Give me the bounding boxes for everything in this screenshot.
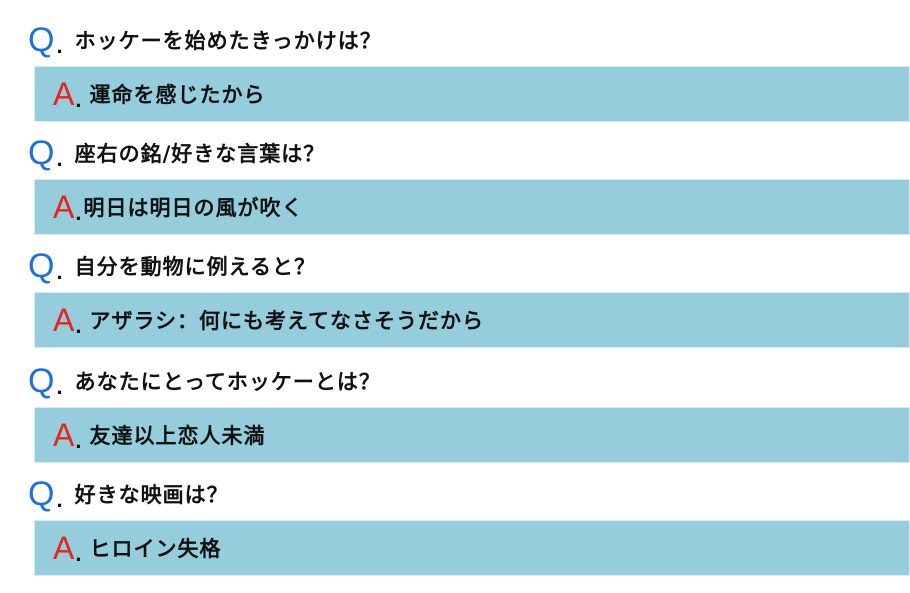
answer-text: 運命を感じたから (89, 83, 266, 107)
question-marker: Q (28, 362, 55, 400)
answer-marker: A (53, 189, 75, 225)
question-text: ホッケーを始めたきっかけは？ (74, 29, 382, 53)
answer-box: A . 友達以上恋人未満 (34, 407, 910, 463)
answer-text: 明日は明日の風が吹く (83, 196, 304, 220)
answer-marker: A (53, 76, 75, 112)
question-row: Q . ホッケーを始めたきっかけは？ (28, 20, 382, 60)
question-row: Q . 座右の銘/好きな言葉は？ (28, 133, 325, 173)
question-text: 自分を動物に例えると？ (74, 255, 316, 279)
answer-marker: A (53, 417, 75, 453)
question-separator: . (56, 146, 63, 171)
question-marker: Q (28, 134, 55, 172)
answer-text: 友達以上恋人未満 (89, 424, 266, 448)
question-separator: . (56, 374, 63, 399)
answer-separator: . (75, 541, 82, 566)
question-text: 好きな映画は？ (74, 483, 229, 507)
answer-box: A . アザラシ：何にも考えてなさそうだから (34, 292, 910, 348)
question-marker: Q (28, 247, 55, 285)
answer-separator: . (75, 428, 82, 453)
question-marker: Q (28, 475, 55, 513)
question-row: Q . あなたにとってホッケーとは？ (28, 361, 381, 401)
answer-box: A . 運命を感じたから (34, 66, 910, 122)
question-text: 座右の銘/好きな言葉は？ (74, 142, 326, 166)
question-row: Q . 好きな映画は？ (28, 474, 229, 514)
question-marker: Q (28, 21, 55, 59)
question-row: Q . 自分を動物に例えると？ (28, 246, 316, 286)
answer-marker: A (53, 302, 75, 338)
answer-text: ヒロイン失格 (89, 537, 222, 561)
question-separator: . (56, 487, 63, 512)
answer-box: A . 明日は明日の風が吹く (34, 179, 910, 235)
answer-separator: . (75, 87, 82, 112)
answer-marker: A (53, 530, 75, 566)
answer-separator: . (75, 200, 82, 225)
answer-text: アザラシ：何にも考えてなさそうだから (89, 309, 484, 333)
answer-separator: . (75, 313, 82, 338)
question-text: あなたにとってホッケーとは？ (74, 370, 381, 394)
answer-box: A . ヒロイン失格 (34, 520, 910, 576)
question-separator: . (56, 259, 63, 284)
question-separator: . (56, 33, 63, 58)
